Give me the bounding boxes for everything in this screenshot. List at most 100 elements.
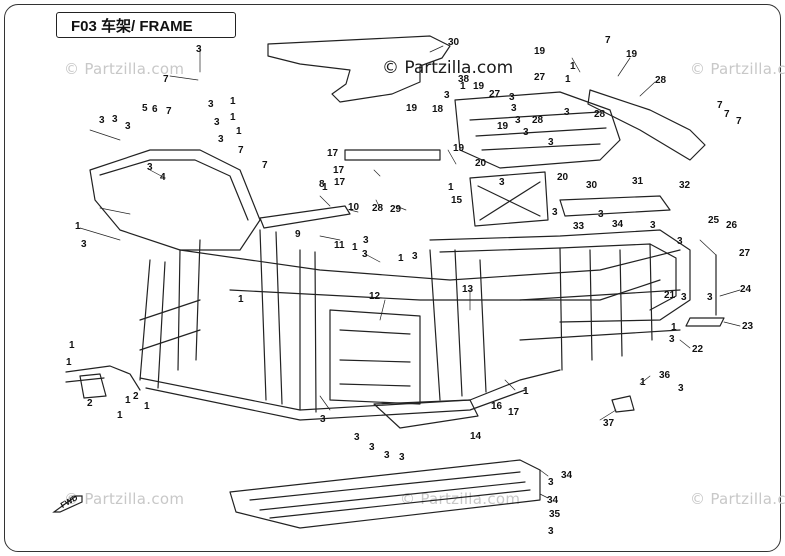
skid-16 (373, 399, 479, 429)
watermark: © Partzilla.com (64, 60, 185, 78)
callout: 3 (208, 99, 214, 110)
callout: 1 (448, 182, 454, 193)
callout: 28 (532, 115, 544, 126)
callout: 19 (473, 81, 485, 92)
callout: 17 (334, 177, 346, 188)
callout: 10 (348, 202, 360, 213)
callout: 3 (384, 450, 390, 461)
callout: 3 (147, 162, 153, 173)
watermark: © Partzilla.com (690, 490, 785, 508)
callout: 18 (432, 104, 444, 115)
callout: 3 (523, 127, 529, 138)
callout: 34 (612, 219, 624, 230)
callout: 4 (160, 172, 166, 183)
callout: 19 (453, 143, 465, 154)
callout: 1 (671, 322, 677, 333)
callout: 28 (655, 75, 667, 86)
top-rack-slats (469, 111, 607, 151)
callout: 15 (451, 195, 463, 206)
front-upper-inner (99, 159, 249, 221)
callout: 17 (333, 165, 345, 176)
frame-lower-rail-right (229, 279, 661, 301)
callout: 24 (740, 284, 752, 295)
callout: 1 (75, 221, 81, 232)
callout: 9 (295, 229, 301, 240)
mid-upright-4 (314, 251, 317, 413)
front-cross (139, 299, 201, 351)
callout: 3 (412, 251, 418, 262)
callout: 5 (142, 103, 148, 114)
footwell-tubes (429, 249, 487, 401)
callout: 1 (565, 74, 571, 85)
fwd-arrow-icon: FWD (52, 492, 84, 514)
callout: 3 (444, 90, 450, 101)
skid-35-ribs (249, 471, 531, 519)
callout: 3 (681, 292, 687, 303)
footwell-cage (329, 309, 421, 405)
callout: 1 (125, 395, 131, 406)
callout: 26 (726, 220, 738, 231)
callout: 34 (561, 470, 573, 481)
rear-frame-upper (429, 229, 691, 323)
callout: 3 (548, 137, 554, 148)
callout: 3 (509, 92, 515, 103)
frame-lower-rail-left-inner (145, 387, 526, 421)
callout: 3 (320, 414, 326, 425)
callout: 38 (458, 74, 470, 85)
callout: 1 (398, 253, 404, 264)
callout: 3 (511, 103, 517, 114)
rear-uprights (559, 243, 653, 371)
callout: 3 (650, 220, 656, 231)
callout: 3 (399, 452, 405, 463)
callout: 7 (166, 106, 172, 117)
callout: 17 (508, 407, 520, 418)
callout: 28 (372, 203, 384, 214)
mid-upright-1 (259, 229, 267, 401)
watermark: © Partzilla.com (64, 490, 185, 508)
callout: 3 (707, 292, 713, 303)
callout: 20 (475, 158, 487, 169)
callout: 37 (603, 418, 615, 429)
callout: 1 (322, 182, 328, 193)
callout: 3 (548, 477, 554, 488)
rear-cross (519, 289, 681, 341)
mount-39 (611, 395, 635, 413)
front-upright (139, 239, 201, 389)
callout: 27 (739, 248, 751, 259)
front-upper-loop (89, 149, 261, 251)
rear-frame-inner (439, 243, 677, 311)
callout: 29 (390, 204, 402, 215)
callout: 21 (664, 290, 676, 301)
callout: 1 (69, 340, 75, 351)
callout: 3 (363, 235, 369, 246)
callout: 1 (144, 401, 150, 412)
callout: 30 (586, 180, 598, 191)
callout: 1 (66, 357, 72, 368)
callout: 25 (708, 215, 720, 226)
callout: 1 (523, 386, 529, 397)
callout: 1 (352, 242, 358, 253)
callout: 1 (236, 126, 242, 137)
callout: 2 (133, 391, 139, 402)
callout: 3 (112, 114, 118, 125)
callout: 1 (230, 112, 236, 123)
callout: 3 (81, 239, 87, 250)
callout: 17 (327, 148, 339, 159)
plate (469, 171, 549, 227)
callout: 36 (659, 370, 671, 381)
callout: 1 (238, 294, 244, 305)
leader-lines (79, 45, 741, 499)
page-border (4, 4, 781, 552)
callout: 3 (499, 177, 505, 188)
callout: 13 (462, 284, 474, 295)
callout: 33 (573, 221, 585, 232)
callout: 28 (594, 109, 606, 120)
callout: 3 (515, 115, 521, 126)
brand-label: © Partzilla.com (382, 58, 514, 78)
arm-12 (259, 205, 351, 229)
top-rack (454, 91, 621, 169)
callout: 7 (262, 160, 268, 171)
callout: 7 (736, 116, 742, 127)
callout: 7 (717, 100, 723, 111)
crossbar (344, 149, 441, 161)
